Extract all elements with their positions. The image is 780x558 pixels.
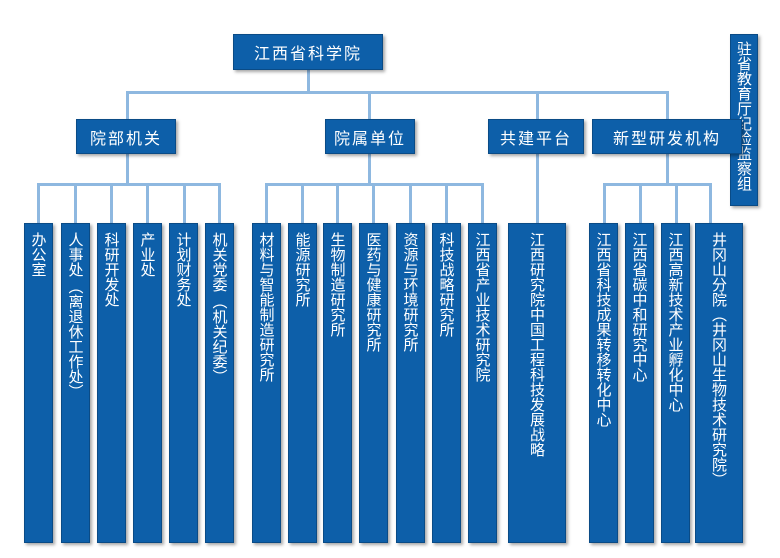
unit-label: 生物制造研究所 — [328, 232, 347, 337]
group-3-drop-3 — [709, 183, 712, 223]
group-0-drop-1 — [74, 183, 77, 223]
group-1-drop-3 — [372, 183, 375, 223]
unit-box: 人事处 （离退休工作处） — [61, 223, 90, 543]
unit-label: 材料与智能制造研究所 — [257, 232, 276, 382]
group-3-drop-0 — [603, 183, 606, 223]
unit-box: 科研开发处 — [97, 223, 126, 543]
group-1-drop-0 — [265, 183, 268, 223]
group-0-drop-0 — [37, 183, 40, 223]
group-1-drop-6 — [481, 183, 484, 223]
group-1-drop-5 — [445, 183, 448, 223]
group-header-3: 新型研发机构 — [592, 119, 742, 154]
group-1-drop-1 — [301, 183, 304, 223]
group-2-stem — [536, 154, 539, 223]
group-label: 新型研发机构 — [612, 128, 721, 148]
unit-box: 产业处 — [133, 223, 162, 543]
unit-sublabel: （机关纪委） — [210, 294, 229, 384]
unit-sublabel: （离退休工作处） — [66, 279, 85, 399]
root-label: 江西省科学院 — [253, 44, 362, 63]
unit-box: 江西省科技成果转移转化中心 — [589, 223, 618, 543]
top-rail — [126, 91, 667, 94]
group-1-drop-2 — [336, 183, 339, 223]
group-header-2: 共建平台 — [488, 119, 584, 154]
unit-label: 医药与健康研究所 — [364, 232, 383, 352]
unit-label: 办公室 — [29, 232, 48, 277]
unit-box: 江西省碳中和研究中心 — [625, 223, 654, 543]
unit-label: 科技战略研究所 — [437, 232, 456, 337]
group-3-drop-2 — [675, 183, 678, 223]
group-label: 院属单位 — [333, 128, 406, 148]
unit-label: 能源研究所 — [293, 232, 312, 307]
unit-label: 江西高新技术产业孵化中心 — [666, 232, 685, 412]
unit-label: 井冈山分院 — [710, 232, 728, 307]
group-0-drop-5 — [218, 183, 221, 223]
drop-group-1 — [368, 91, 371, 119]
group-0-stem — [126, 154, 129, 184]
unit-box: 材料与智能制造研究所 — [252, 223, 281, 543]
unit-label-2: 中国工程科技发展战略 — [528, 307, 546, 457]
unit-box: 能源研究所 — [288, 223, 317, 543]
group-3-drop-1 — [639, 183, 642, 223]
group-header-0: 院部机关 — [76, 119, 176, 154]
unit-box: 江西省产业技术研究院 — [468, 223, 497, 543]
unit-box: 办公室 — [24, 223, 53, 543]
group-label: 共建平台 — [499, 128, 572, 148]
side-box-label: 驻省教育厅纪检监察组 — [735, 41, 753, 191]
group-0-rail — [37, 183, 221, 186]
unit-label: 江西省科技成果转移转化中心 — [594, 232, 613, 427]
unit-box: 资源与环境研究所 — [396, 223, 425, 543]
unit-label: 江西研究院 — [528, 232, 546, 307]
unit-box: 计划财务处 — [169, 223, 198, 543]
root-stem — [307, 70, 310, 92]
unit-box: 井冈山分院 （井冈山生物技术研究院） — [695, 223, 743, 543]
unit-label: 计划财务处 — [174, 232, 193, 307]
drop-group-0 — [126, 91, 129, 119]
unit-label: 科研开发处 — [102, 232, 121, 307]
unit-box: 江西研究院 中国工程科技发展战略 — [508, 223, 566, 543]
unit-box: 科技战略研究所 — [432, 223, 461, 543]
unit-label: 江西省产业技术研究院 — [473, 232, 492, 382]
unit-label: 产业处 — [138, 232, 157, 277]
group-0-drop-3 — [146, 183, 149, 223]
group-header-1: 院属单位 — [325, 119, 415, 154]
drop-group-3 — [666, 91, 669, 119]
group-3-stem — [666, 154, 669, 184]
group-1-stem — [368, 154, 371, 184]
unit-sublabel: （井冈山生物技术研究院） — [710, 307, 728, 487]
group-1-drop-4 — [409, 183, 412, 223]
unit-label: 资源与环境研究所 — [401, 232, 420, 352]
root-box: 江西省科学院 — [233, 34, 383, 70]
drop-group-2 — [536, 91, 539, 119]
group-label: 院部机关 — [89, 128, 162, 148]
unit-label: 江西省碳中和研究中心 — [630, 232, 649, 382]
unit-label: 人事处 — [66, 232, 85, 277]
unit-label: 机关党委 — [210, 232, 229, 292]
group-3-rail — [603, 183, 712, 186]
unit-box: 机关党委 （机关纪委） — [205, 223, 234, 543]
group-0-drop-4 — [183, 183, 186, 223]
unit-box: 医药与健康研究所 — [359, 223, 388, 543]
unit-box: 江西高新技术产业孵化中心 — [661, 223, 690, 543]
group-0-drop-2 — [110, 183, 113, 223]
unit-box: 生物制造研究所 — [323, 223, 352, 543]
